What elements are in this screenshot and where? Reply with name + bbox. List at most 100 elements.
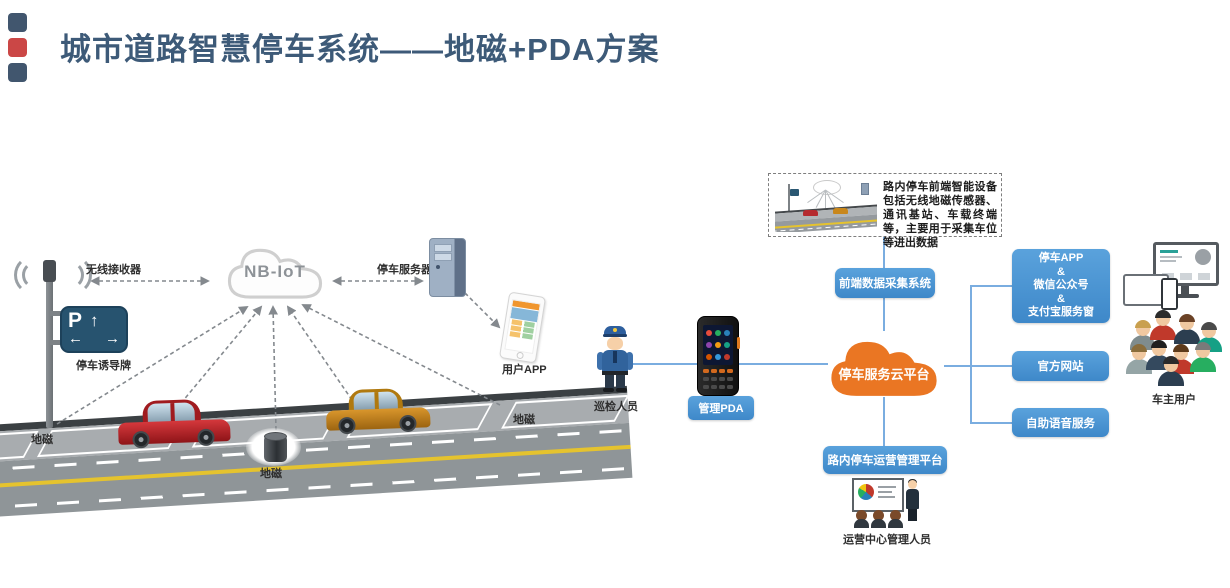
bullet-square-1 — [8, 13, 27, 32]
presenter-head — [908, 480, 917, 489]
signal-wave-icon — [56, 261, 84, 289]
orange-car — [325, 387, 431, 435]
car-wheel — [197, 428, 215, 447]
cloud-platform: 停车服务云平台 — [820, 328, 948, 400]
presentation-board — [852, 478, 904, 512]
owner-devices-icon — [1123, 242, 1223, 312]
car-owners-crowd — [1126, 310, 1222, 394]
monitor-stand — [1181, 286, 1189, 294]
server-slot — [434, 253, 452, 261]
car-wheel — [132, 430, 150, 449]
pie-chart-icon — [858, 484, 874, 500]
lane-marking — [0, 466, 632, 511]
sign-p-letter: P — [68, 309, 83, 332]
pda-app-icon — [714, 354, 721, 360]
presenter-legs — [908, 509, 917, 521]
mini-road — [775, 204, 877, 232]
inspector-figure — [597, 326, 633, 396]
screen-card — [1180, 273, 1192, 280]
wireless-receiver-label: 无线接收器 — [86, 264, 141, 276]
operation-platform-box: 路内停车运营管理平台 — [823, 446, 947, 474]
signal-wave-icon — [22, 261, 50, 289]
antenna-pole — [46, 266, 53, 428]
connector — [970, 422, 1012, 424]
pda-label: 管理PDA — [688, 396, 754, 420]
board-line — [878, 496, 895, 498]
connector — [970, 365, 1012, 367]
person-icon — [1126, 344, 1152, 382]
connector — [970, 285, 972, 424]
screen-line — [1160, 260, 1176, 262]
screen-line — [1160, 256, 1182, 258]
pda-screen — [703, 325, 733, 365]
signal-wave-icon — [52, 255, 92, 295]
user-app-phone-icon — [498, 291, 547, 364]
connector — [883, 397, 885, 446]
arrow-left-icon: ← — [68, 330, 83, 347]
inspector-shoe — [603, 388, 614, 392]
magnet-label-right: 地磁 — [513, 414, 535, 426]
bullet-square-2 — [8, 38, 27, 57]
channel-line: & — [1057, 265, 1065, 278]
pda-app-icon — [706, 342, 713, 348]
pda-app-icon — [723, 330, 730, 336]
monitor-base — [1171, 294, 1199, 298]
mini-orange-car — [833, 208, 848, 214]
guidance-sign-label: 停车诱导牌 — [76, 360, 131, 372]
person-icon — [1150, 310, 1176, 348]
channel-line: 停车APP — [1038, 252, 1084, 265]
inspector-leg — [605, 375, 614, 389]
pda-app-icon — [714, 342, 721, 348]
board-line — [878, 491, 892, 493]
page-title: 城市道路智慧停车系统——地磁+PDA方案 — [60, 32, 660, 67]
mini-link — [825, 190, 826, 209]
pda-app-icon — [706, 330, 713, 336]
sensor-cap — [264, 432, 287, 441]
inspector-belt — [602, 371, 628, 375]
car-wheel — [399, 414, 417, 433]
link-server-app — [464, 292, 501, 329]
signal-wave-icon — [14, 255, 54, 295]
audience-member — [854, 510, 869, 528]
connector — [944, 365, 972, 367]
sign-bracket — [50, 340, 62, 345]
mini-server — [861, 183, 869, 195]
mini-sign — [790, 189, 799, 196]
inspector-arm — [626, 352, 633, 370]
red-car — [117, 398, 231, 449]
person-icon — [1130, 320, 1156, 358]
audience-member — [871, 510, 886, 528]
inspector-shoe — [616, 388, 627, 392]
server-icon — [429, 238, 466, 297]
screen-line — [1160, 250, 1178, 253]
audience-member — [888, 510, 903, 528]
person-icon — [1190, 342, 1216, 380]
mini-red-car — [803, 210, 818, 216]
mini-scene-illustration — [775, 178, 877, 232]
car-wheel — [338, 416, 356, 435]
cloud-shape — [227, 248, 323, 299]
channel-line: 支付宝服务窗 — [1028, 306, 1094, 319]
mini-pole — [788, 184, 790, 212]
parking-server-label: 停车服务器 — [377, 264, 432, 276]
magnet-label-left: 地磁 — [31, 434, 53, 446]
inspector-arm — [597, 352, 604, 370]
channel-line: & — [1057, 292, 1065, 305]
inspector-label: 巡检人员 — [594, 401, 638, 413]
cloud-shape — [831, 341, 937, 396]
operation-staff-figure — [846, 478, 926, 530]
pda-app-icon — [723, 342, 730, 348]
link-car2-cloud — [286, 305, 353, 401]
parking-guidance-sign: P ↑ ← → — [60, 306, 128, 353]
user-app-label: 用户APP — [502, 364, 547, 376]
nbiot-cloud: NB-IoT — [220, 238, 330, 302]
phone-screen — [504, 299, 541, 354]
screen-avatar — [1195, 249, 1211, 265]
server-led — [436, 265, 440, 269]
channel-line: 微信公众号 — [1033, 279, 1089, 292]
geomagnetic-sensor-icon — [264, 436, 287, 462]
person-icon — [1174, 314, 1200, 352]
person-icon — [1158, 356, 1184, 394]
pda-app-icon — [723, 354, 730, 360]
arrow-up-icon: ↑ — [90, 311, 99, 330]
